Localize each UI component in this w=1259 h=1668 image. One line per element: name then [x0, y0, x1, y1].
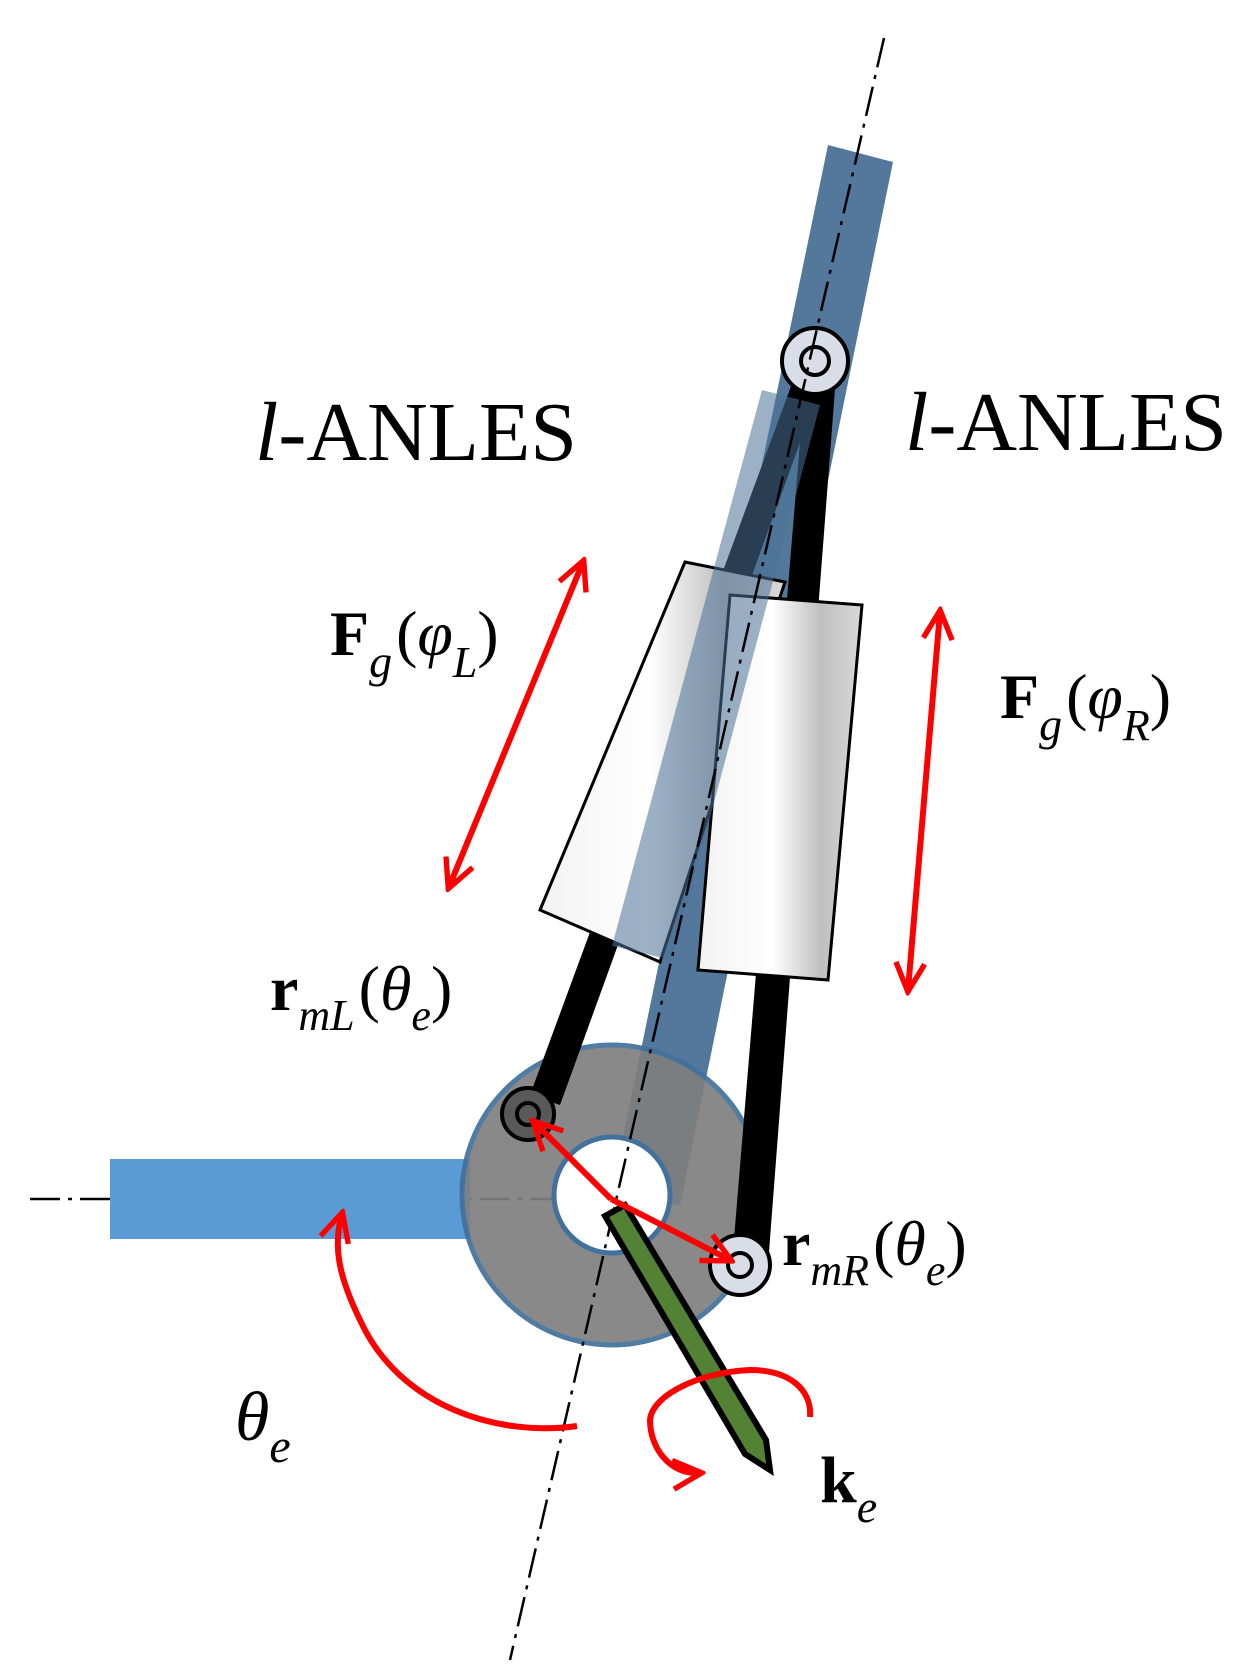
upper-link-overlay [612, 390, 820, 960]
moment-arm-right-label: rmR(θe) [782, 1208, 967, 1295]
force-right-arrow [908, 612, 940, 990]
moment-arm-right-arrow [609, 1196, 730, 1260]
joint-angle-label: θe [235, 1379, 291, 1473]
top-pivot-pin [799, 345, 831, 377]
upper-link-axis [508, 37, 886, 1661]
lower-link-forearm [110, 1159, 470, 1239]
force-left-arrow [449, 562, 583, 887]
right-attachment-pin [726, 1251, 754, 1279]
moment-arm-left-label: rmL(θe) [270, 953, 452, 1040]
force-right-label: Fg(φR) [1000, 661, 1171, 750]
pulley-bore [551, 1134, 673, 1256]
red-arrows [338, 562, 940, 1473]
joint-rotation-arrow [646, 1366, 814, 1473]
force-left-label: Fg(φL) [330, 598, 499, 687]
joint-angle-arrow [338, 1214, 578, 1432]
moment-arm-left-arrow [534, 1122, 614, 1202]
right-title: l-ANLES [905, 376, 1227, 469]
left-title: l-ANLES [255, 386, 577, 479]
joint-axis-label: ke [820, 1444, 877, 1532]
